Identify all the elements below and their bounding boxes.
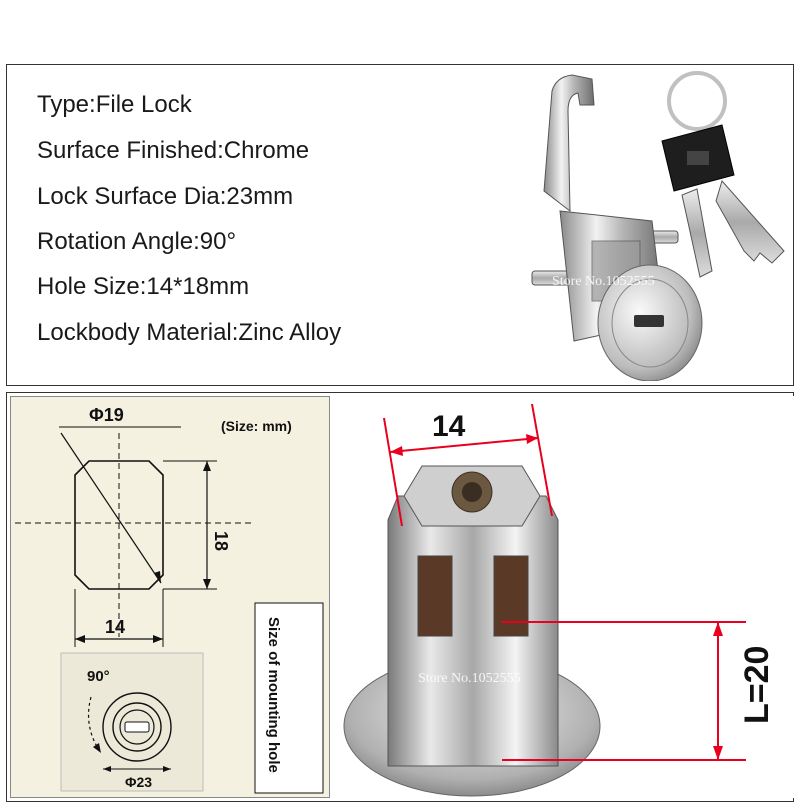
- face-key-slot: [124, 721, 150, 733]
- photo-length-label: L=20: [738, 646, 776, 724]
- spec-rotation-angle: Rotation Angle:90°: [37, 228, 237, 255]
- face-diameter-label: Φ23: [125, 774, 152, 790]
- size-note: (Size: mm): [221, 418, 292, 434]
- height-label: 18: [211, 531, 231, 551]
- spec-lock-surface-dia: Lock Surface Dia:23mm: [37, 183, 294, 210]
- key-blade-2: [681, 188, 713, 278]
- body-window-right: [493, 555, 529, 637]
- side-caption-box: [254, 602, 324, 794]
- side-caption: Size of mounting hole: [265, 617, 282, 773]
- hole-outline: [74, 460, 164, 590]
- closeup-photo-panel: 14 L=20 Store No.1052555: [332, 396, 794, 798]
- spec-panel: Type:File Lock Surface Finished:Chrome L…: [6, 64, 794, 386]
- angle-label: 90°: [87, 668, 110, 685]
- diameter-arrow: [60, 432, 162, 584]
- face-outer-ring: [102, 692, 172, 762]
- product-photo: Store No.1052555: [531, 71, 785, 381]
- spec-hole-size: Hole Size:14*18mm: [37, 273, 250, 300]
- closeup-watermark: Store No.1052555: [418, 671, 521, 686]
- cylinder-body: [387, 495, 559, 767]
- hole-drawing: (Size: mm) Φ19 18 14 90°: [15, 405, 324, 794]
- key-blade: [715, 179, 785, 264]
- spec-lockbody-material: Lockbody Material:Zinc Alloy: [37, 319, 342, 346]
- spec-surface-finish: Surface Finished:Chrome: [37, 137, 310, 164]
- body-window-left: [417, 555, 453, 637]
- diameter-label: Φ19: [89, 405, 124, 425]
- key-slot: [634, 315, 664, 327]
- width-dimension-red: [389, 437, 539, 453]
- cam-bar: [543, 74, 595, 213]
- drawing-panel: (Size: mm) Φ19 18 14 90°: [10, 396, 330, 798]
- key-ring: [667, 71, 727, 131]
- spec-type: Type:File Lock: [37, 91, 192, 118]
- closeup-photo: 14 L=20 Store No.1052555: [343, 403, 776, 797]
- width-label: 14: [105, 617, 125, 637]
- photo-width-label: 14: [432, 410, 466, 443]
- watermark: Store No.1052555: [552, 274, 655, 289]
